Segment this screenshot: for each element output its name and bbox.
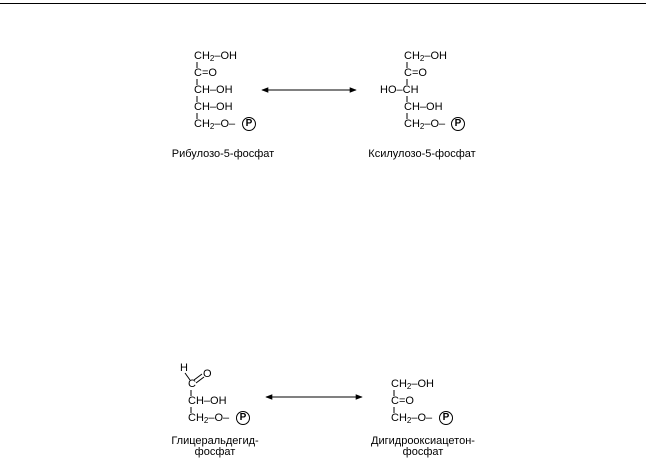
glyceraldehyde-label: Глицеральдегид- фосфат — [160, 436, 270, 458]
dihydroxyacetone-row-1: CH2–OH — [391, 378, 434, 391]
glyceraldehyde-bond-o-2 — [195, 376, 205, 384]
dihydroxyacetone-phosphate-p: P — [442, 412, 450, 423]
ribulose-phosphate-circle — [242, 117, 256, 131]
glyceraldehyde-label-line-1: Глицеральдегид- — [171, 435, 259, 447]
dihydroxyacetone-phosphate-circle — [439, 411, 453, 425]
ribulose-row-3: CH–OH — [194, 84, 233, 96]
glyceraldehyde-bond-h — [184, 372, 191, 381]
glyceraldehyde-row-3: CH2–O– — [188, 412, 230, 425]
ribulose-phosphate-p: P — [245, 118, 253, 129]
xylulose-phosphate-p: P — [454, 118, 462, 129]
glyceraldehyde-o: O — [203, 368, 212, 380]
xylulose-row-3: HO–CH — [380, 84, 419, 96]
dihydroxyacetone-label-line-2: фосфат — [402, 446, 444, 458]
glyceraldehyde-label-line-2: фосфат — [194, 446, 236, 458]
xylulose-label: Ксилулозо-5-фосфат — [368, 148, 476, 160]
dihydroxyacetone-row-2: C=O — [391, 395, 414, 407]
xylulose-row-4: CH–OH — [404, 101, 443, 113]
xylulose-row-5: CH2–O– — [404, 118, 446, 131]
glyceraldehyde-phosphate-circle — [236, 411, 250, 425]
glyceraldehyde-h: H — [180, 362, 188, 374]
ribulose-row-4: CH–OH — [194, 101, 233, 113]
glyceraldehyde-bond-o-1 — [193, 373, 203, 381]
xylulose-phosphate-circle — [451, 117, 465, 131]
ribulose-row-1: CH2–OH — [194, 50, 237, 63]
glyceraldehyde-row-1: C — [188, 378, 196, 390]
top-rule — [0, 3, 646, 4]
ribulose-row-2: C=O — [194, 67, 217, 79]
glyceraldehyde-row-2: CH–OH — [188, 395, 227, 407]
glyceraldehyde-phosphate-p: P — [239, 412, 247, 423]
ribulose-label: Рибулозо-5-фосфат — [171, 148, 275, 160]
xylulose-row-1: CH2–OH — [404, 50, 447, 63]
ribulose-row-5: CH2–O– — [194, 118, 236, 131]
dihydroxyacetone-label: Дигидрооксиацетон- фосфат — [358, 436, 488, 458]
xylulose-row-2: C=O — [404, 67, 427, 79]
dihydroxyacetone-row-3: CH2–O– — [391, 412, 433, 425]
dihydroxyacetone-label-line-1: Дигидрооксиацетон- — [371, 435, 475, 447]
